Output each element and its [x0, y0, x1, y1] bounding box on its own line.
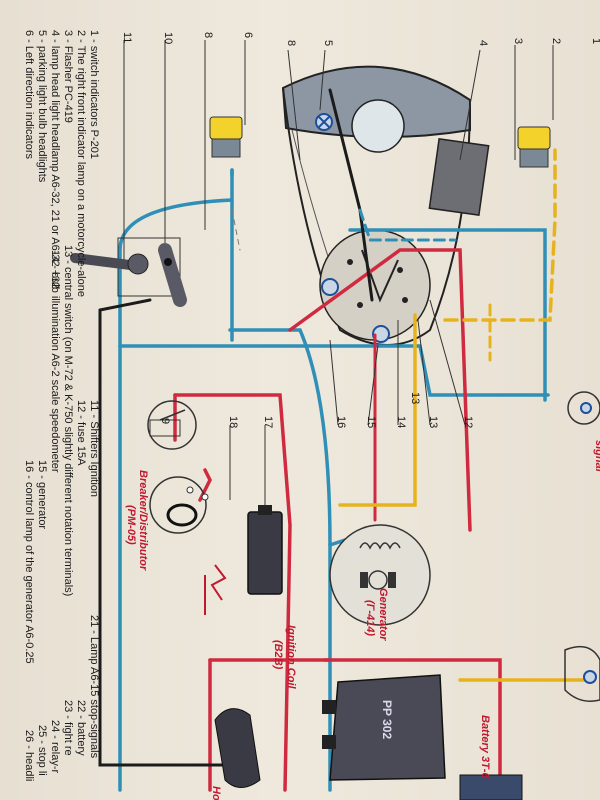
breaker-model-label: (PM-05) — [125, 505, 137, 545]
left-direction-indicator — [209, 116, 243, 158]
legend-item-11: 11 - Shifters Ignition — [88, 400, 100, 497]
legend-item-22: 22 - battery — [75, 700, 87, 756]
legend-item-26: 26 - headli — [23, 730, 35, 781]
callout-6: 6 — [242, 32, 254, 38]
callout-1: 1 — [590, 38, 600, 44]
legend-item-6: 6 - Left direction indicators — [23, 30, 35, 160]
signal-label: signal — [593, 440, 600, 473]
callout-9: 9 — [159, 418, 171, 424]
generator-model-label: (Г-414) — [364, 600, 376, 636]
callout-12: 12 — [462, 416, 474, 428]
right-front-indicator — [517, 126, 551, 168]
ignition-coil — [247, 505, 283, 595]
generator — [329, 524, 431, 626]
battery — [459, 774, 523, 800]
callout-18: 18 — [227, 416, 239, 428]
callout-numbers: 11 10 8 6 8 5 4 3 2 1 16 15 14 13 12 13 … — [121, 32, 600, 428]
callout-10: 10 — [162, 32, 174, 44]
ignition-coil-model-label: (B2B) — [272, 640, 284, 670]
legend-item-2: 2 - The right front indicator lamp on a … — [75, 30, 87, 297]
legend-item-13: 13 - central switch (on M-72 & K-750 sli… — [62, 245, 74, 596]
legend-item-15: 15 - generator — [36, 460, 48, 529]
horn-label: Ho — [210, 786, 222, 800]
callout-15: 15 — [365, 416, 377, 428]
legend-item-14: 14 - bulb illumination A6-2 scale speedo… — [49, 250, 61, 473]
breaker-label: Breaker/Distributor — [137, 470, 149, 571]
regulator-label: PP 302 — [380, 700, 394, 739]
legend-item-21: 21 - Lamp A6-15 stop-signals — [88, 615, 100, 759]
component-labels: Breaker/Distributor (PM-05) Generator (Г… — [125, 440, 600, 800]
callout-3: 3 — [512, 38, 524, 44]
horn — [214, 708, 261, 788]
breaker-distributor — [149, 476, 209, 534]
callout-2: 2 — [550, 38, 562, 44]
headlight — [281, 65, 490, 346]
legend-item-1: 1 - switch indicators P-201 — [88, 30, 100, 159]
legend-item-5: 5 - parking light bulb headlights — [36, 30, 48, 183]
callout-13: 13 — [427, 416, 439, 428]
legend-item-12: 12 - fuse 15A — [75, 400, 87, 466]
callout-8: 8 — [202, 32, 214, 38]
wires — [98, 88, 592, 792]
battery-label: Battery 3Т-6 — [479, 715, 491, 779]
ignition-shifter — [147, 400, 197, 450]
legend-item-4: 4 - lamp head light headlamp A6-32, 21 o… — [49, 30, 61, 288]
legend-item-16: 16 - control lamp of the generator A6-0.… — [23, 460, 35, 664]
ignition-coil-label: Ignition Coil — [285, 625, 297, 689]
leader-lines — [123, 40, 554, 510]
callout-5: 5 — [322, 40, 334, 46]
legend-item-23: 23 - fight re — [62, 700, 74, 756]
callout-16: 16 — [335, 416, 347, 428]
legend-item-24: 24 - relay-r — [49, 720, 61, 774]
right-lamp — [564, 391, 600, 702]
legend-item-3: 3 - Flasher PC-419 — [62, 30, 74, 123]
callout-13b: 13 — [409, 392, 421, 404]
callout-8b: 8 — [285, 40, 297, 46]
spark-plug-icon — [204, 564, 227, 615]
callout-11: 11 — [121, 32, 133, 43]
flasher-relay — [428, 138, 490, 216]
regulator-relay — [322, 674, 446, 781]
legend: 1 - switch indicators P-201 2 - The righ… — [23, 30, 100, 781]
central-switch — [319, 229, 431, 343]
direction-switch — [70, 237, 187, 307]
callout-17: 17 — [262, 416, 274, 428]
callout-14: 14 — [395, 416, 407, 428]
headlamp-bulb-icon — [351, 99, 405, 153]
legend-item-25: 25 - stop li — [36, 725, 48, 776]
callout-4: 4 — [477, 40, 489, 46]
generator-label: Generator — [377, 588, 389, 641]
